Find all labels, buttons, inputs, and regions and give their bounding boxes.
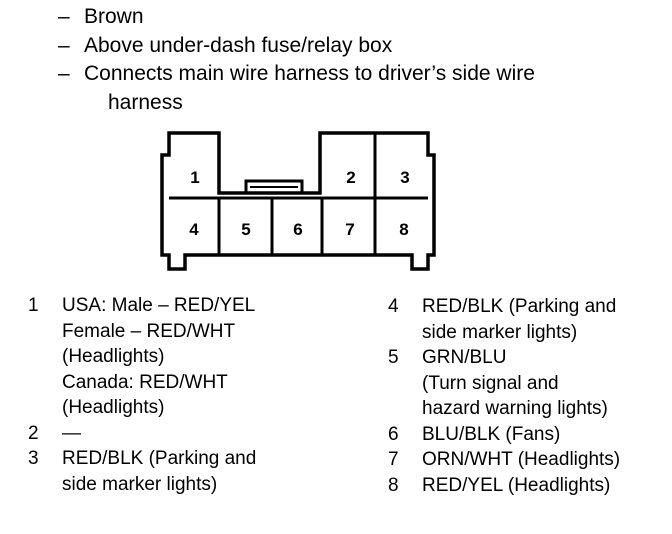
legend-number: 7 (388, 449, 399, 470)
legend-number: 2 (28, 422, 39, 444)
legend-entry-2: 2 — (28, 421, 256, 447)
connector-outline (160, 131, 436, 271)
legend-number: 4 (388, 296, 399, 317)
legend-entry-5: 5 GRN/BLU (Turn signal and hazard warnin… (388, 347, 608, 419)
legend-number: 6 (388, 423, 399, 445)
legend-entry-4: 4 RED/BLK (Parking and side marker light… (388, 296, 617, 343)
bullet-dash: – (58, 5, 70, 28)
pin-label-3: 3 (400, 168, 409, 187)
legend-number: 8 (388, 474, 399, 496)
legend-entry-6: 6 BLU/BLK (Fans) (388, 422, 620, 448)
description-color: –Brown (58, 3, 535, 32)
bullet-dash: – (58, 62, 70, 85)
pin-label-1: 1 (190, 168, 199, 187)
legend-entry-7: 7 ORN/WHT (Headlights) (388, 447, 620, 473)
description-connects-continued: harness (108, 90, 183, 114)
description-list: –Brown –Above under-dash fuse/relay box … (58, 3, 535, 117)
pin-label-8: 8 (399, 220, 408, 239)
pin-label-6: 6 (293, 220, 302, 239)
pin-label-2: 2 (346, 168, 355, 187)
legend-number: 5 (388, 347, 399, 368)
legend-right: 4 RED/BLK (Parking and side marker light… (388, 294, 620, 498)
pin-label-5: 5 (241, 220, 250, 239)
legend-left: 1 USA: Male – RED/YEL Female – RED/WHT (… (28, 293, 256, 497)
pin-label-7: 7 (345, 220, 354, 239)
description-location: –Above under-dash fuse/relay box (58, 32, 535, 61)
legend-number: 1 (28, 295, 39, 316)
legend-entry-3: 3 RED/BLK (Parking and side marker light… (28, 448, 257, 495)
bullet-dash: – (58, 33, 70, 57)
legend-number: 3 (28, 448, 39, 469)
pin-label-4: 4 (189, 220, 199, 239)
description-connects: –Connects main wire harness to driver’s … (58, 60, 535, 89)
connector-latch (244, 179, 304, 195)
legend-entry-8: 8 RED/YEL (Headlights) (388, 473, 620, 499)
legend-entry-1: 1 USA: Male – RED/YEL Female – RED/WHT (… (28, 295, 256, 418)
